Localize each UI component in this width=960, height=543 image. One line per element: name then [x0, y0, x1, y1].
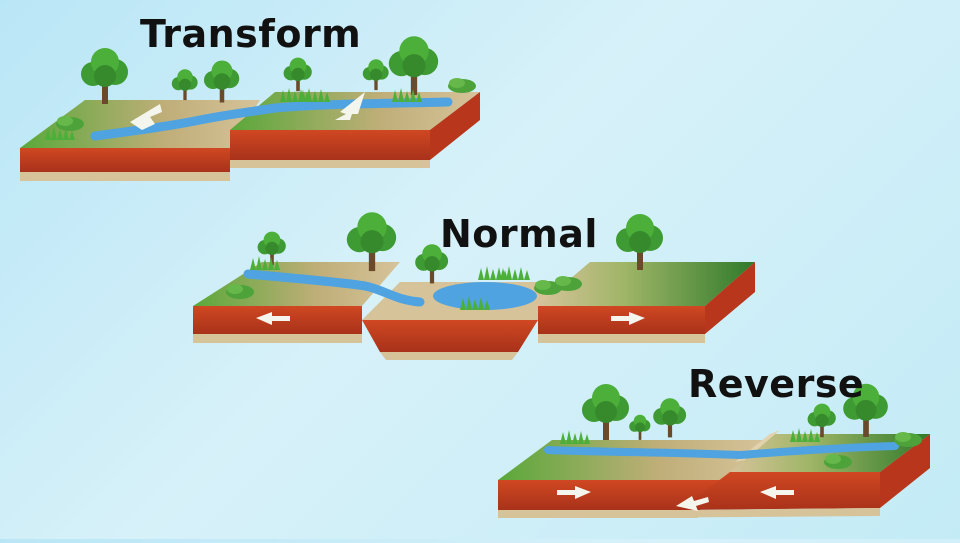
arrow-icon	[760, 486, 794, 499]
arrow-icon	[130, 104, 162, 130]
tree-icon	[171, 69, 198, 101]
tree-icon	[629, 414, 651, 440]
tree-icon	[388, 36, 439, 96]
tree-icon	[362, 59, 389, 91]
transform-fault-block	[20, 36, 480, 181]
tree-icon	[582, 384, 629, 440]
bush-icon	[448, 78, 476, 93]
tree-icon	[283, 57, 312, 92]
arrow-icon	[557, 486, 591, 499]
tree-icon	[204, 60, 240, 103]
transform-title: Transform	[140, 12, 362, 56]
tree-icon	[807, 403, 836, 438]
normal-fault-block	[193, 212, 755, 360]
reverse-fault-block	[498, 383, 930, 518]
arrow-icon	[611, 312, 645, 325]
arrow-icon	[335, 92, 365, 120]
normal-title: Normal	[440, 212, 598, 256]
tree-icon	[616, 214, 663, 270]
reverse-title: Reverse	[688, 362, 865, 406]
tree-icon	[81, 48, 128, 104]
grass-tuft-icon	[560, 430, 590, 444]
arrow-icon	[256, 312, 290, 325]
tree-icon	[653, 398, 687, 438]
arrow-icon	[676, 496, 709, 511]
